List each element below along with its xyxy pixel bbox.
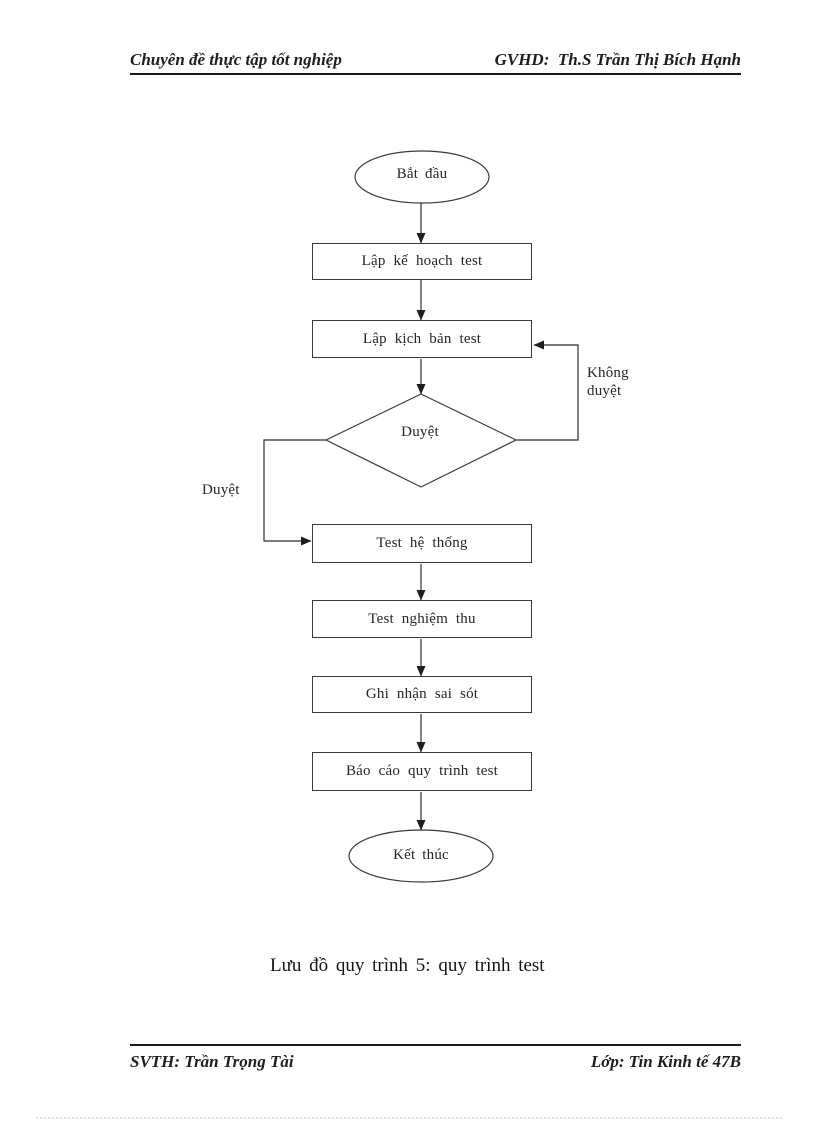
node-acceptance-test: Test nghiệm thu bbox=[312, 600, 532, 638]
node-record-errors: Ghi nhận sai sót bbox=[312, 676, 532, 713]
footer-left-student: SVTH: Trần Trọng Tài bbox=[130, 1052, 294, 1071]
footer-right-class: Lớp: Tin Kinh tế 47B bbox=[590, 1052, 741, 1071]
node-test-scenario-label: Lập kịch bản test bbox=[362, 330, 482, 347]
node-acceptance-test-label: Test nghiệm thu bbox=[368, 610, 476, 627]
node-end-label: Kết thúc bbox=[393, 847, 449, 863]
node-report-process-label: Báo cáo quy trình test bbox=[345, 763, 499, 779]
decision-diamond bbox=[324, 393, 518, 488]
arrow-rejected-loop bbox=[516, 340, 579, 441]
node-plan-test: Lập kế hoạch test bbox=[312, 243, 532, 280]
node-report-process: Báo cáo quy trình test bbox=[312, 752, 532, 791]
node-plan-test-label: Lập kế hoạch test bbox=[361, 253, 483, 269]
header-left-title: Chuyên đề thực tập tốt nghiệp bbox=[130, 50, 342, 69]
page-footer: SVTH: Trần Trọng Tài Lớp: Tin Kinh tế 47… bbox=[130, 1044, 741, 1072]
figure-caption: Lưu đồ quy trình 5: quy trình test bbox=[270, 955, 545, 976]
node-system-test: Test hệ thống bbox=[312, 524, 532, 563]
header-right-supervisor: GVHD: Th.S Trần Thị Bích Hạnh bbox=[494, 50, 741, 69]
node-system-test-label: Test hệ thống bbox=[376, 535, 468, 551]
edge-label-approved: Duyệt bbox=[202, 482, 240, 498]
page-header: Chuyên đề thực tập tốt nghiệp GVHD: Th.S… bbox=[130, 49, 741, 75]
edge-label-rejected: Không duyệt bbox=[587, 365, 629, 399]
node-start-label: Bắt đầu bbox=[396, 166, 448, 182]
node-decision-label: Duyệt bbox=[401, 424, 439, 440]
arrow-approved-path bbox=[263, 439, 326, 546]
node-test-scenario: Lập kịch bản test bbox=[312, 320, 532, 358]
start-terminator-ellipse bbox=[354, 150, 490, 204]
node-record-errors-label: Ghi nhận sai sót bbox=[365, 686, 479, 702]
page-boundary-dotted-line bbox=[36, 1117, 782, 1119]
